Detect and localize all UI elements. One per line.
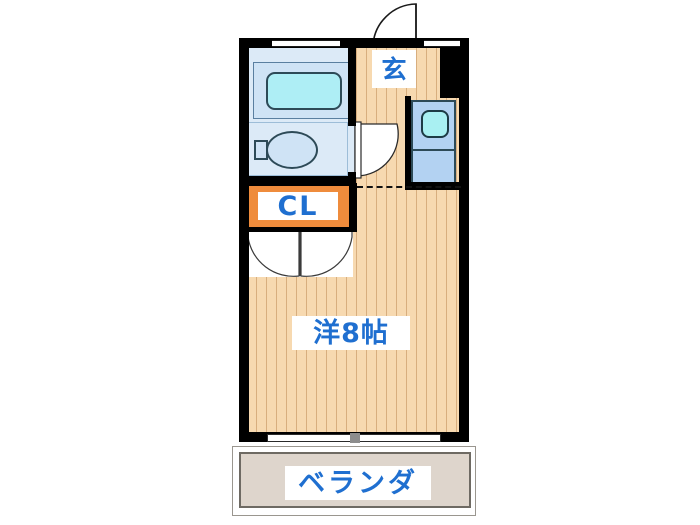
closet-cl[interactable]: CL bbox=[243, 183, 353, 229]
main-room-label: 洋8帖 bbox=[292, 316, 410, 350]
floor-level-divider bbox=[357, 186, 461, 188]
bath-door-icon bbox=[354, 121, 399, 179]
wall-kitchen-top bbox=[440, 46, 461, 98]
wall-bath-right bbox=[348, 48, 356, 126]
bathtub-basin bbox=[266, 72, 342, 110]
closet-label: CL bbox=[258, 192, 338, 220]
toilet-area bbox=[247, 122, 348, 176]
wall-kitchen-left bbox=[405, 96, 411, 188]
closet-doors-icon bbox=[247, 228, 353, 277]
balcony-slider-handle[interactable] bbox=[350, 433, 360, 443]
balcony-outer-edge: ベランダ bbox=[232, 446, 476, 516]
balcony-area: ベランダ bbox=[239, 452, 471, 508]
sink-basin bbox=[421, 110, 449, 138]
wall-closet-bottom bbox=[243, 227, 357, 232]
balcony-label: ベランダ bbox=[285, 466, 431, 500]
toilet-bowl bbox=[266, 131, 318, 169]
bath-window bbox=[272, 40, 340, 47]
kitchen-sink-unit bbox=[411, 100, 456, 185]
wall-right bbox=[459, 38, 469, 442]
wall-left bbox=[239, 38, 249, 442]
wall-top bbox=[239, 38, 469, 48]
entrance-label: 玄 bbox=[372, 50, 416, 88]
counter-divider bbox=[413, 149, 454, 151]
wall-bath-bottom bbox=[247, 176, 353, 186]
bathtub-surround bbox=[253, 62, 354, 119]
kitchen-window bbox=[424, 40, 460, 47]
wall-closet-right bbox=[349, 183, 357, 232]
